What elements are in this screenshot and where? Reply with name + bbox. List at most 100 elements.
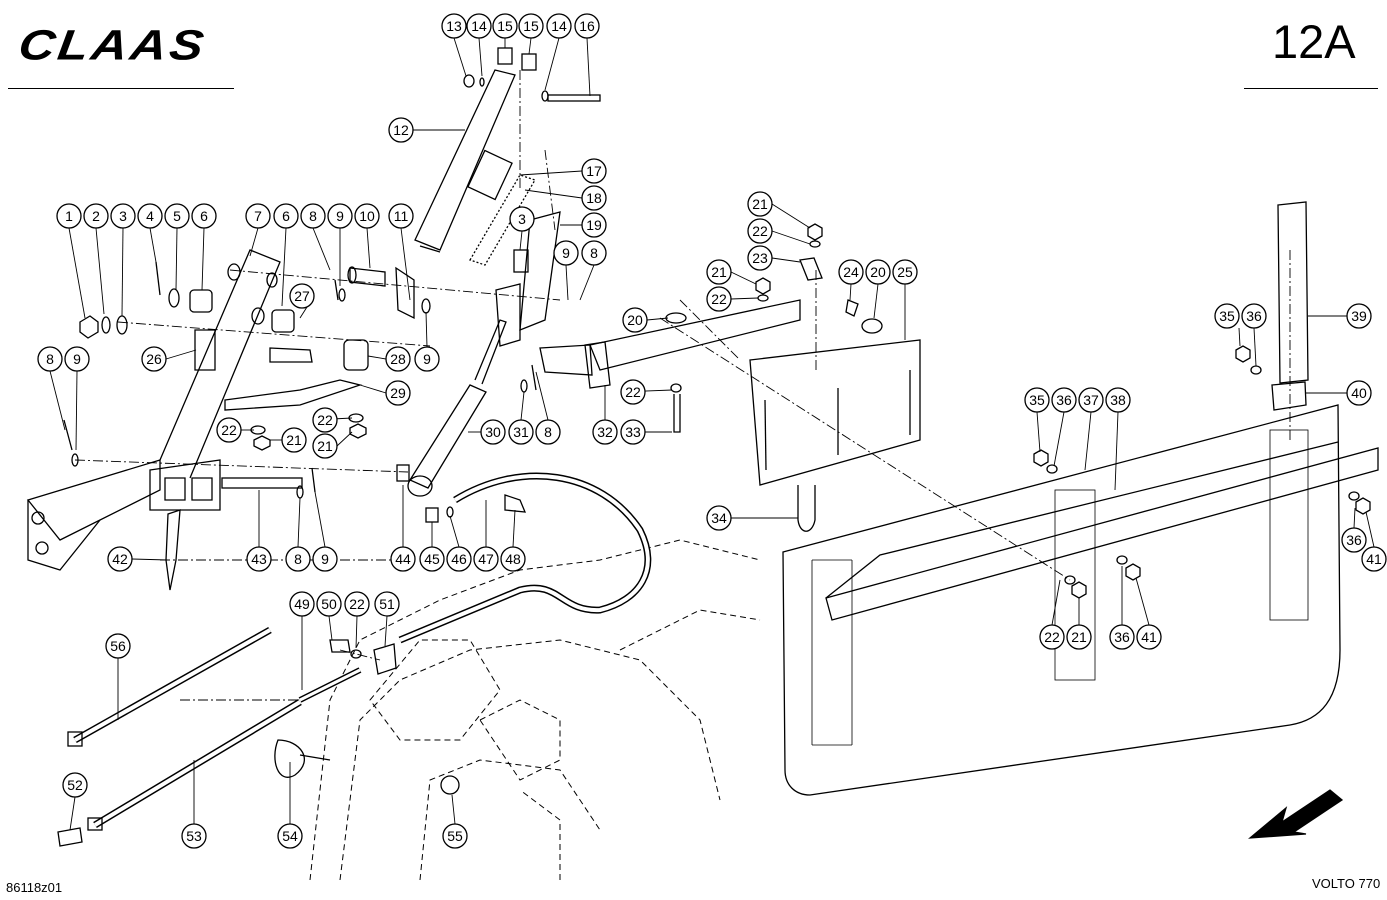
leader-line: [451, 794, 456, 825]
callout-36: 36: [1341, 527, 1367, 553]
callout-22: 22: [1039, 624, 1065, 650]
callout-number: 17: [586, 163, 602, 179]
callout-number: 7: [254, 208, 262, 224]
callout-22: 22: [706, 286, 732, 312]
callout-22: 22: [747, 218, 773, 244]
callout-46: 46: [446, 546, 472, 572]
callout-number: 21: [711, 264, 727, 280]
callout-30: 30: [480, 419, 506, 445]
callout-15: 15: [518, 13, 544, 39]
callout-number: 21: [752, 196, 768, 212]
callout-55: 55: [442, 823, 468, 849]
callout-number: 31: [513, 424, 529, 440]
callout-circle: [535, 419, 561, 445]
callout-number: 36: [1246, 308, 1262, 324]
callout-circle: [500, 546, 526, 572]
callout-9: 9: [64, 346, 90, 372]
callout-circle: [480, 419, 506, 445]
leader-line: [1053, 411, 1065, 467]
callout-circle: [56, 203, 82, 229]
leader-line: [249, 227, 259, 257]
callout-number: 28: [390, 351, 406, 367]
leader-line: [512, 509, 516, 548]
callout-number: 36: [1056, 392, 1072, 408]
callout-number: 36: [1114, 629, 1130, 645]
callout-circle: [581, 185, 607, 211]
leader-line: [165, 349, 197, 360]
callout-circle: [216, 417, 242, 443]
callout-33: 33: [620, 419, 646, 445]
callout-22: 22: [620, 379, 646, 405]
callout-37: 37: [1078, 387, 1104, 413]
callout-number: 21: [1071, 629, 1087, 645]
callout-circle: [312, 407, 338, 433]
leader-line: [771, 257, 801, 263]
callout-number: 32: [597, 424, 613, 440]
callout-number: 41: [1366, 551, 1382, 567]
callout-circle: [191, 203, 217, 229]
leader-line: [535, 371, 549, 421]
leader-line: [771, 230, 811, 245]
callout-number: 20: [870, 264, 886, 280]
callout-circle: [316, 591, 342, 617]
leader-line: [453, 37, 467, 77]
callout-number: 9: [321, 551, 329, 567]
callout-number: 12: [393, 122, 409, 138]
callout-circle: [1039, 624, 1065, 650]
callout-53: 53: [181, 823, 207, 849]
callout-circle: [105, 633, 131, 659]
callout-40: 40: [1346, 380, 1372, 406]
callout-49: 49: [289, 591, 315, 617]
callout-circle: [838, 259, 864, 285]
leader-line: [1353, 507, 1356, 529]
leader-line: [400, 227, 411, 301]
callout-9: 9: [553, 240, 579, 266]
callout-number: 55: [447, 828, 463, 844]
callout-circle: [64, 346, 90, 372]
leader-line: [1135, 577, 1150, 626]
callout-7: 7: [245, 203, 271, 229]
callout-29: 29: [385, 380, 411, 406]
leader-line: [565, 264, 569, 301]
callout-number: 48: [505, 551, 521, 567]
callout-circle: [553, 240, 579, 266]
callout-number: 33: [625, 424, 641, 440]
callout-4: 4: [137, 203, 163, 229]
leader-line: [49, 370, 66, 431]
leader-lines: [49, 37, 1375, 831]
callout-22: 22: [312, 407, 338, 433]
callout-number: 5: [173, 208, 181, 224]
callout-48: 48: [500, 546, 526, 572]
leader-line: [873, 283, 879, 319]
direction-arrow: [1248, 789, 1344, 839]
callout-circle: [289, 283, 315, 309]
callout-number: 13: [446, 18, 462, 34]
callout-22: 22: [344, 591, 370, 617]
callout-16: 16: [574, 13, 600, 39]
leader-line: [519, 170, 583, 176]
callout-circle: [446, 546, 472, 572]
callout-number: 49: [294, 596, 310, 612]
leader-line: [75, 370, 78, 451]
callout-12: 12: [388, 117, 414, 143]
callout-number: 6: [282, 208, 290, 224]
callout-circle: [107, 546, 133, 572]
callout-31: 31: [508, 419, 534, 445]
callout-circle: [344, 591, 370, 617]
leader-line: [68, 227, 86, 319]
callout-34: 34: [706, 505, 732, 531]
callout-number: 36: [1346, 532, 1362, 548]
leader-line: [1238, 327, 1241, 347]
callout-13: 13: [441, 13, 467, 39]
callout-number: 10: [359, 208, 375, 224]
leader-line: [328, 615, 333, 641]
callout-number: 44: [395, 551, 411, 567]
callout-51: 51: [374, 591, 400, 617]
callout-circle: [1051, 387, 1077, 413]
callout-45: 45: [419, 546, 445, 572]
callout-circle: [892, 259, 918, 285]
callout-3: 3: [509, 206, 535, 232]
callout-21: 21: [747, 191, 773, 217]
callout-circle: [509, 206, 535, 232]
